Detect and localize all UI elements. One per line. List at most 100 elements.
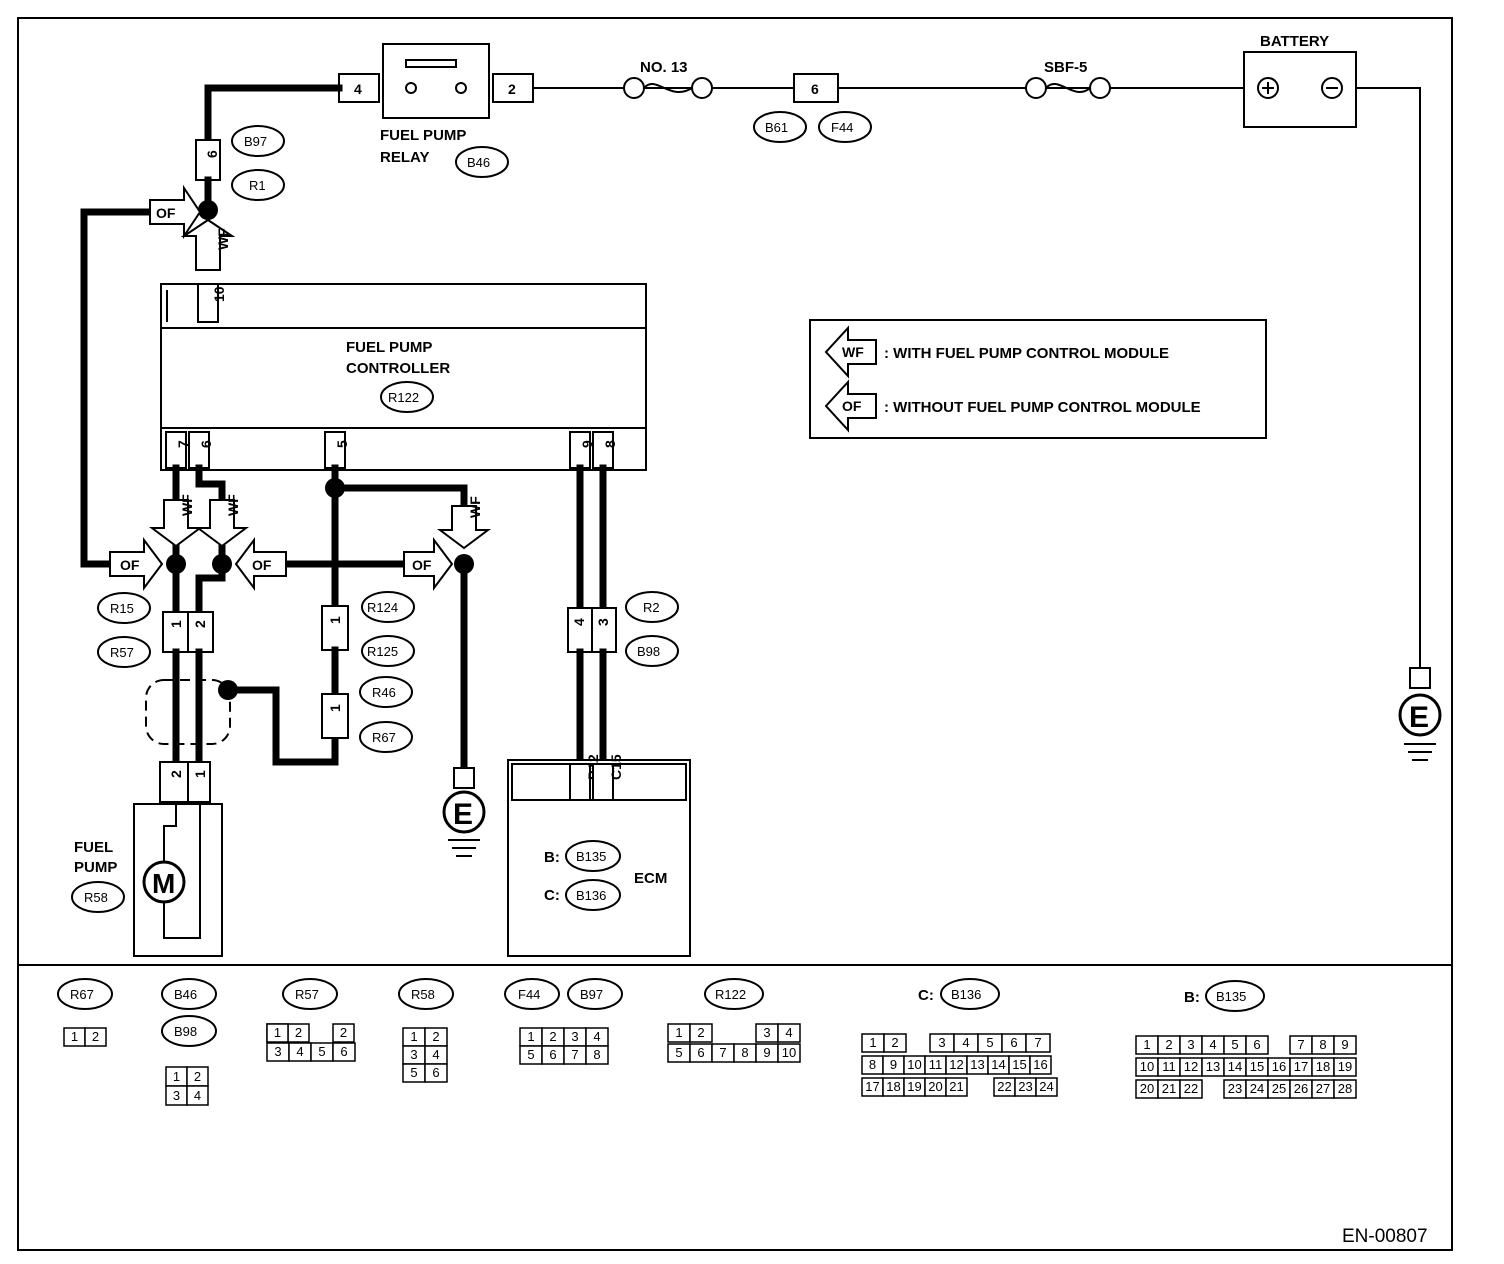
b136r1b-pin-6: 6 [1010,1035,1017,1050]
wire-to-r15 [172,560,226,616]
b135r3a-pin-21: 21 [1162,1081,1176,1096]
r58-pin-5: 5 [410,1065,417,1080]
r2-pin-4: 4 [571,618,587,626]
r57b-pin-5: 5 [318,1044,325,1059]
oval-b98-label: B98 [637,644,660,659]
svg-text:WF: WF [225,494,241,516]
b136r1a-pin-2-cell [883,1033,907,1053]
b136r1b-pin-7: 7 [1034,1035,1041,1050]
b136r2-pin-16-cell [1029,1055,1052,1075]
arrow-of-r15-2: OF [234,537,287,591]
oval-b46-label: B46 [467,155,490,170]
plus-icon [1262,82,1274,94]
b135r1a-pin-3: 3 [1187,1037,1194,1052]
r122a-pin-2-cell [689,1023,713,1043]
connector-pin-6: 6 [811,81,819,97]
bottom-b-prefix: B: [1184,989,1200,1006]
b136r1a-pin-2: 2 [891,1035,898,1050]
fuse-sbf5-icon [1044,82,1092,94]
relay-pin-4: 4 [354,81,362,97]
r57-pin-2b-cell [332,1023,355,1043]
oval-r15-label: R15 [110,601,134,616]
b135r2-pin-13: 13 [1206,1059,1220,1074]
b136r3b-pin-22: 22 [997,1079,1011,1094]
r122c-pin-8: 8 [741,1045,748,1060]
oval-b136-label: B136 [576,888,606,903]
controller-label-2: CONTROLLER [346,360,450,377]
r57b-pin-6: 6 [340,1044,347,1059]
b46-pin-1: 1 [173,1069,180,1084]
b136r3a-pin-20: 20 [928,1079,942,1094]
b136r2-pin-15: 15 [1012,1057,1026,1072]
wire-shield-to-r46 [224,686,339,766]
relay-pin-2-box [492,73,534,103]
oval-r67 [359,721,413,753]
ground-e-mid-icon [442,790,486,834]
b136r3a-pin-19: 19 [907,1079,921,1094]
r122b-pin-3: 3 [763,1025,770,1040]
r58-pin-3: 3 [410,1047,417,1062]
controller-pin-5-box [324,431,346,469]
r15-pin-2: 2 [192,620,208,628]
bottom-r58-label: R58 [411,987,435,1002]
oval-f44 [818,111,872,143]
r122c-pin-6: 6 [697,1045,704,1060]
oval-b61 [753,111,807,143]
controller-pin-10-box [197,283,219,323]
b135r3a-pin-22: 22 [1184,1081,1198,1096]
wire-to-ecm [576,648,607,770]
r57-pin-2: 2 [295,1025,302,1040]
ground-terminal-mid [453,767,475,789]
bottom-r67-label: R67 [70,987,94,1002]
controller-bottom-strip [160,427,647,471]
relay-contact-right [455,82,467,94]
pump-connector [159,761,211,803]
r58-pin-4: 4 [432,1047,439,1062]
r122c-pin-10: 10 [782,1045,796,1060]
svg-text:OF: OF [412,557,432,573]
b136r3b-pin-23: 23 [1018,1079,1032,1094]
arrow-of-ground: OF [403,537,454,591]
r57a-pin-1: 1 [274,1025,281,1040]
oval-r15 [97,592,151,624]
legend-wf-text: : WITH FUEL PUMP CONTROL MODULE [884,345,1169,362]
ground-terminal-right [1409,667,1431,689]
b97-pin-6: 6 [204,150,220,158]
relay-label-2: RELAY [380,149,429,166]
oval-r1-label: R1 [249,178,266,193]
r67-pin-2-cell [84,1027,107,1047]
connector-r46-r67 [321,693,349,739]
f44-pin-3: 3 [571,1029,578,1044]
shield-outline [145,679,231,745]
fuse-no13-label: NO. 13 [640,59,688,76]
controller-pin-5: 5 [334,440,350,448]
ecm-pin-b12-box [569,763,591,801]
r46-pin-1: 1 [327,704,343,712]
connector-b97-r1 [195,139,221,181]
r122a-pin-2: 2 [697,1025,704,1040]
r122a-pin-1: 1 [675,1025,682,1040]
oval-r58 [71,881,125,913]
oval-r124 [361,591,415,623]
arrow-wf-pin6: WF [195,494,249,548]
fuse-no13-icon [642,82,694,94]
legend-wf-arrow: WF [824,325,877,379]
oval-r125-label: R125 [367,644,398,659]
r2-pin-3: 3 [595,618,611,626]
oval-b97 [231,125,285,157]
oval-b98 [625,635,679,667]
b46-pin-2: 2 [194,1069,201,1084]
ground-symbol-right [1404,743,1436,761]
fuel-pump-relay-box [382,43,490,119]
b135r3b-pin-27: 27 [1316,1081,1330,1096]
svg-text:OF: OF [842,398,862,414]
arrow-wf-pin5: WF [437,496,491,550]
r57b-pin-4: 4 [296,1044,303,1059]
b135r1b-pin-9: 9 [1341,1037,1348,1052]
bottom-b98-label: B98 [174,1024,197,1039]
oval-r58-label: R58 [84,890,108,905]
b135r2-pin-19-cell [1333,1057,1357,1077]
b136r2-pin-11: 11 [929,1057,943,1072]
connector-b61-f44 [793,73,839,103]
